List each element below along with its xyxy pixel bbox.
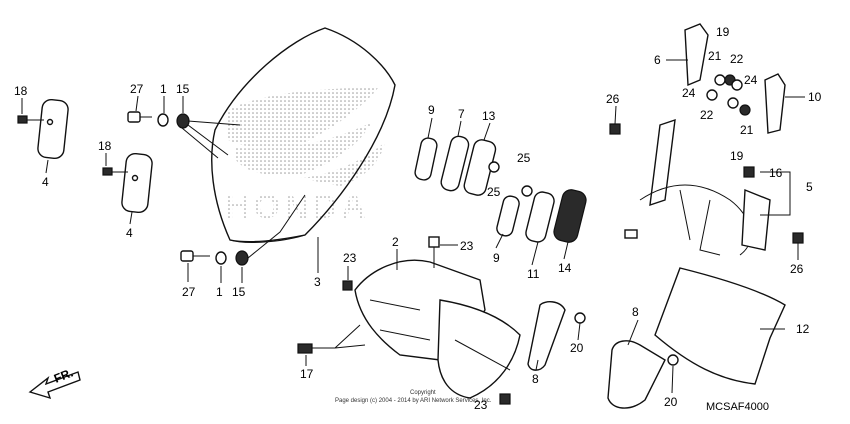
screw-27-upper (127, 111, 152, 123)
callout-1: 1 (216, 285, 223, 299)
visor-12 (654, 267, 786, 385)
bolt-23-c (499, 393, 511, 405)
callout-23: 23 (474, 398, 488, 412)
callout-9: 9 (493, 251, 500, 265)
windscreen (211, 27, 396, 243)
callout-26: 26 (790, 262, 804, 276)
grommet-15-upper (176, 113, 190, 129)
callout-16: 16 (769, 166, 783, 180)
callout-13: 13 (482, 109, 496, 123)
callout-19: 19 (730, 149, 744, 163)
clip-20-right (667, 354, 679, 366)
callout-26: 26 (606, 92, 620, 106)
side-deflector-lower (121, 152, 153, 214)
callout-24: 24 (744, 73, 758, 87)
callout-10: 10 (808, 90, 822, 104)
clip-20-mid (574, 312, 586, 324)
callout-11: 11 (527, 267, 540, 281)
callout-18: 18 (98, 139, 112, 153)
callout-22: 22 (730, 52, 744, 66)
callout-17: 17 (300, 367, 314, 381)
nut-25-upper (521, 185, 533, 197)
direction-label: FR. (52, 366, 75, 386)
callout-14: 14 (558, 261, 572, 275)
callout-6: 6 (654, 53, 661, 67)
washer-1-lower (215, 251, 227, 265)
grommet-15-lower (235, 250, 249, 266)
callout-2: 2 (392, 235, 399, 249)
stay-9-upper (414, 137, 438, 181)
callout-23: 23 (460, 239, 474, 253)
side-deflector-upper (37, 98, 69, 160)
honda-watermark: HONDA (225, 188, 370, 226)
callout-20: 20 (570, 341, 584, 355)
callout-3: 3 (314, 275, 321, 289)
bolt-26-right (792, 232, 804, 244)
diagram-code: MCSAF4000 (706, 401, 769, 413)
front-direction-arrow: FR. (28, 366, 81, 400)
callout-21: 21 (740, 123, 754, 137)
stay-9-lower (496, 195, 520, 237)
callout-15: 15 (176, 82, 190, 96)
callout-25: 25 (517, 151, 531, 165)
callout-labels: 18 4 18 4 27 1 15 27 1 15 3 2 23 23 23 1… (14, 25, 822, 412)
bolt-17 (297, 324, 366, 354)
callout-1: 1 (160, 82, 167, 96)
callout-leaders (21, 59, 805, 394)
bolt-23-a (342, 280, 353, 291)
bolt-18-upper (17, 115, 44, 124)
screw-27-lower (180, 250, 210, 262)
nut-16 (743, 166, 755, 178)
bolt-23-b (428, 236, 440, 268)
inner-cowl-assembly (354, 259, 521, 399)
callout-24: 24 (682, 86, 696, 100)
side-panel-8-right (607, 340, 666, 409)
callout-8: 8 (532, 372, 539, 386)
callout-21: 21 (708, 49, 722, 63)
callout-15: 15 (232, 285, 246, 299)
callout-8: 8 (632, 305, 639, 319)
callout-4: 4 (42, 175, 49, 189)
callout-27: 27 (130, 82, 144, 96)
nut-25-lower (488, 161, 500, 173)
side-panel-8-mid (527, 301, 566, 371)
callout-7: 7 (458, 107, 465, 121)
copyright-line2: Page design (c) 2004 - 2014 by ARI Netwo… (335, 398, 492, 404)
callout-9: 9 (428, 103, 435, 117)
stay-14 (553, 189, 587, 243)
callout-23: 23 (343, 251, 357, 265)
callout-25: 25 (487, 185, 501, 199)
callout-19: 19 (716, 25, 730, 39)
honda-wing-logo: HONDA (225, 88, 385, 226)
washer-1-upper (157, 113, 169, 127)
callout-22: 22 (700, 108, 714, 122)
callout-18: 18 (14, 84, 28, 98)
callout-5: 5 (806, 180, 813, 194)
stay-11 (525, 191, 555, 243)
callout-27: 27 (182, 285, 196, 299)
bolt-18-lower (102, 167, 128, 176)
bolt-26-left (609, 123, 621, 135)
adjuster-mechanism (684, 23, 786, 134)
motor-harness-assembly (624, 118, 771, 256)
copyright-line1: Copyright (410, 390, 436, 396)
callout-20: 20 (664, 395, 678, 409)
callout-12: 12 (796, 322, 810, 336)
stay-7 (440, 135, 470, 192)
callout-4: 4 (126, 226, 133, 240)
